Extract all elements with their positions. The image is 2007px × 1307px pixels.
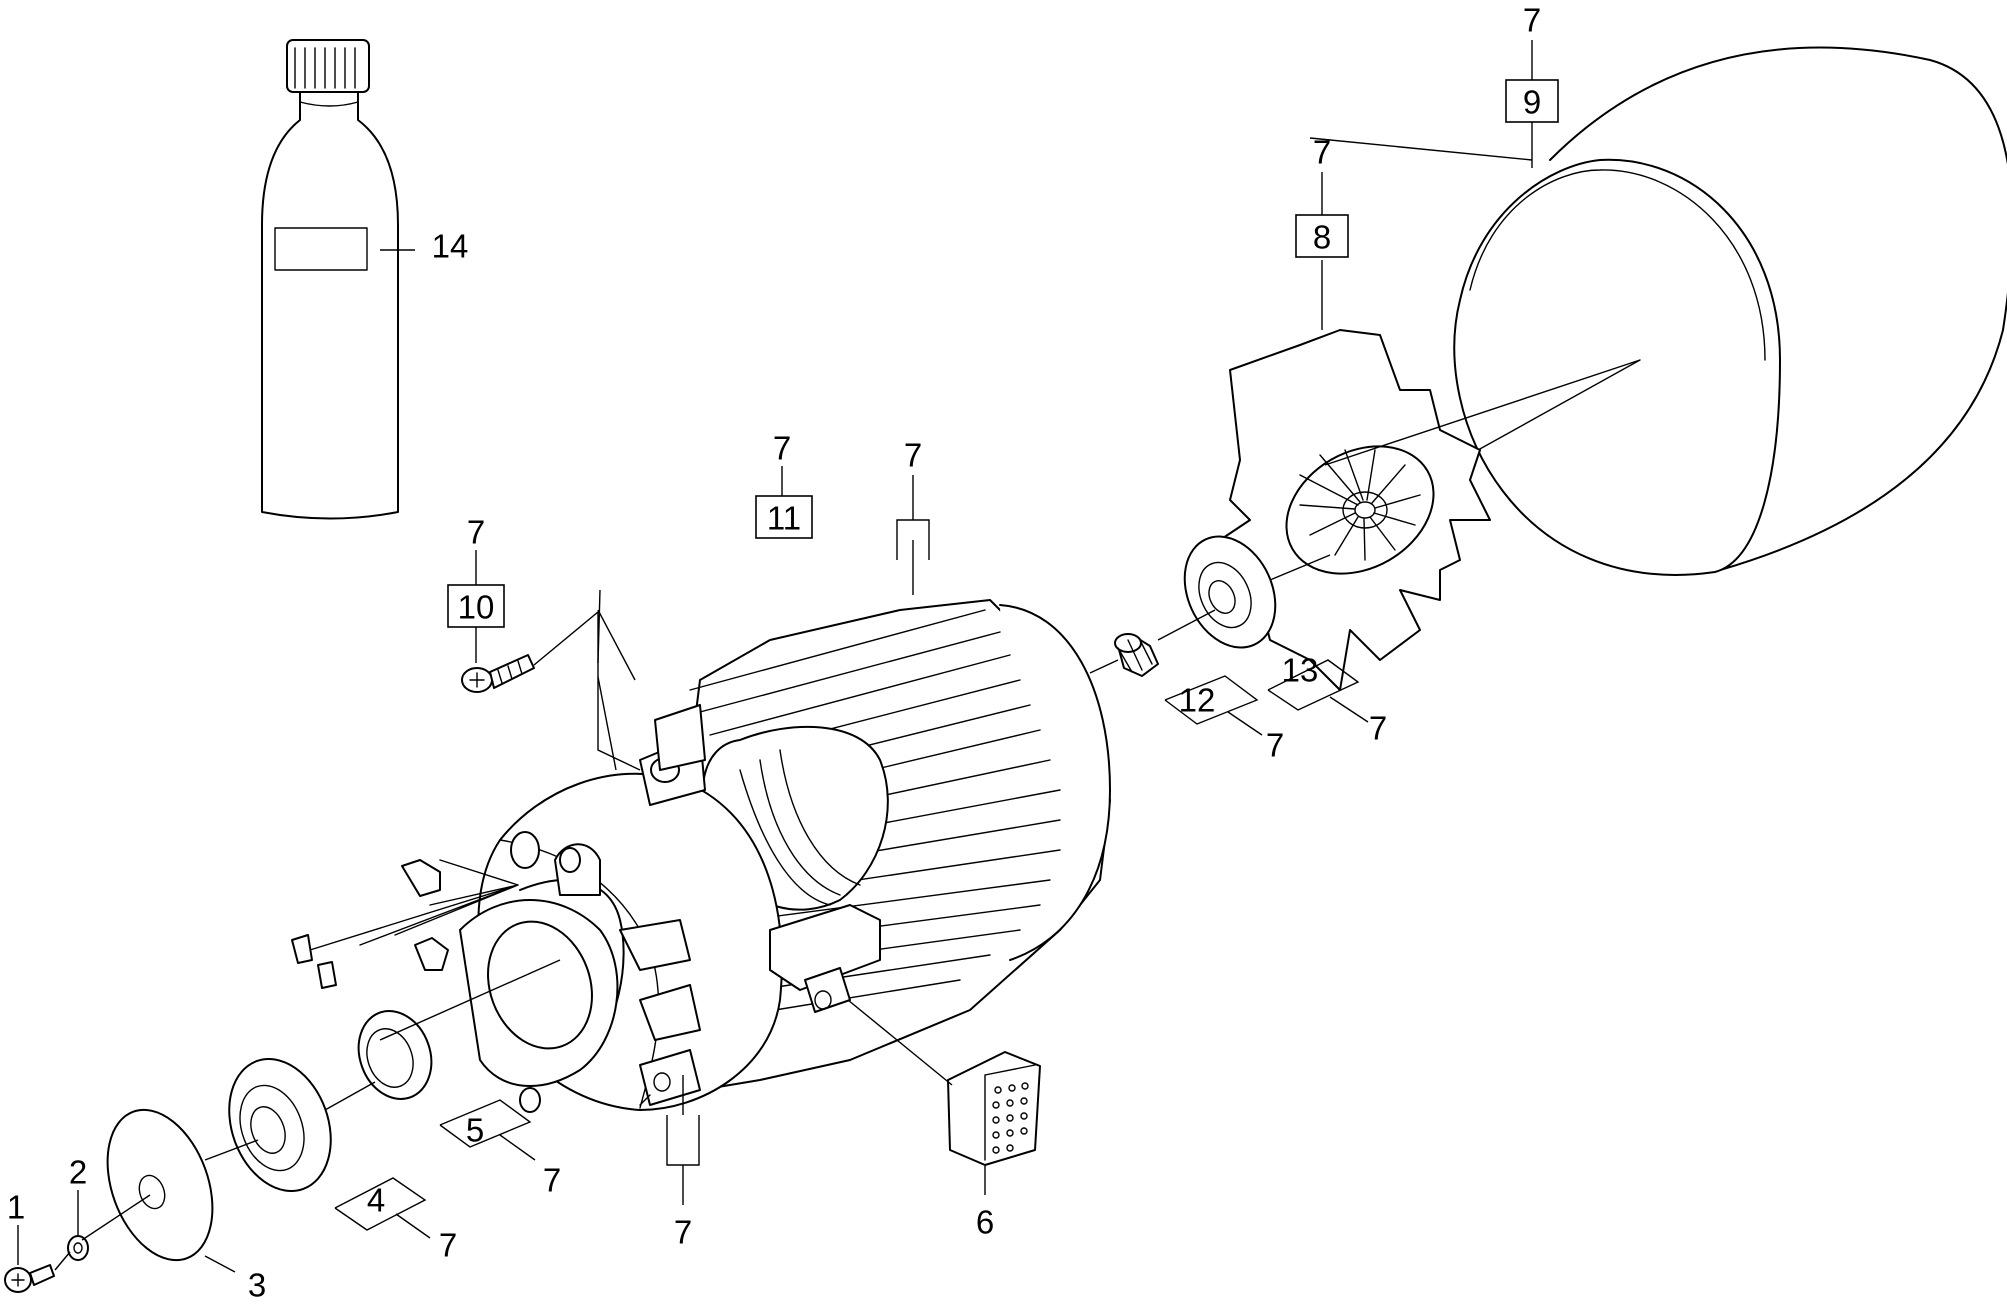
part-8-fan-impeller (1219, 329, 1491, 691)
callout-4: 4 (367, 1182, 385, 1219)
callout-1: 1 (7, 1189, 25, 1226)
callout-7-r12: 7 (1266, 727, 1284, 764)
callout-5: 5 (466, 1112, 484, 1149)
callout-7-r13: 7 (1369, 710, 1387, 747)
callout-7-r5: 7 (543, 1162, 561, 1199)
callout-7-fan: 7 (1313, 134, 1331, 171)
part-5-shaft-seal (357, 1010, 433, 1100)
callout-10: 10 (458, 589, 495, 626)
callout-7-tube: 7 (773, 430, 791, 467)
callout-7-bottom: 7 (674, 1214, 692, 1251)
callout-2: 2 (69, 1154, 87, 1191)
part-6-brush-block (947, 1051, 1041, 1166)
callout-7-top: 7 (904, 437, 922, 474)
part-14-oil-bottle (261, 39, 399, 520)
part-1-screw (4, 1264, 55, 1293)
leader-lines (54, 137, 1641, 1271)
callout-6: 6 (976, 1204, 994, 1241)
callout-13: 13 (1282, 652, 1319, 689)
callout-3: 3 (248, 1267, 266, 1304)
callout-7-screw: 7 (467, 514, 485, 551)
callout-7-r4: 7 (439, 1227, 457, 1264)
part-9-cylinder-housing (1453, 46, 2007, 576)
part-3-cover-plate (106, 1108, 214, 1262)
part-12-coupling (1114, 633, 1159, 677)
part-13-bearing (1183, 535, 1277, 649)
callout-12: 12 (1179, 682, 1216, 719)
part-2-washer (67, 1235, 89, 1261)
motor-assembly (291, 599, 1111, 1113)
callout-labels: 7 9 7 8 14 7 11 7 7 10 13 7 12 7 5 7 4 7… (7, 2, 1541, 1304)
callout-14: 14 (432, 228, 469, 265)
part-10-screw (461, 654, 535, 693)
part-4-bearing (228, 1058, 332, 1192)
callout-8: 8 (1313, 219, 1331, 256)
callout-11: 11 (767, 500, 801, 537)
callout-frames (17, 40, 1559, 1273)
callout-7-cylinder: 7 (1523, 2, 1541, 39)
callout-9: 9 (1523, 84, 1541, 121)
